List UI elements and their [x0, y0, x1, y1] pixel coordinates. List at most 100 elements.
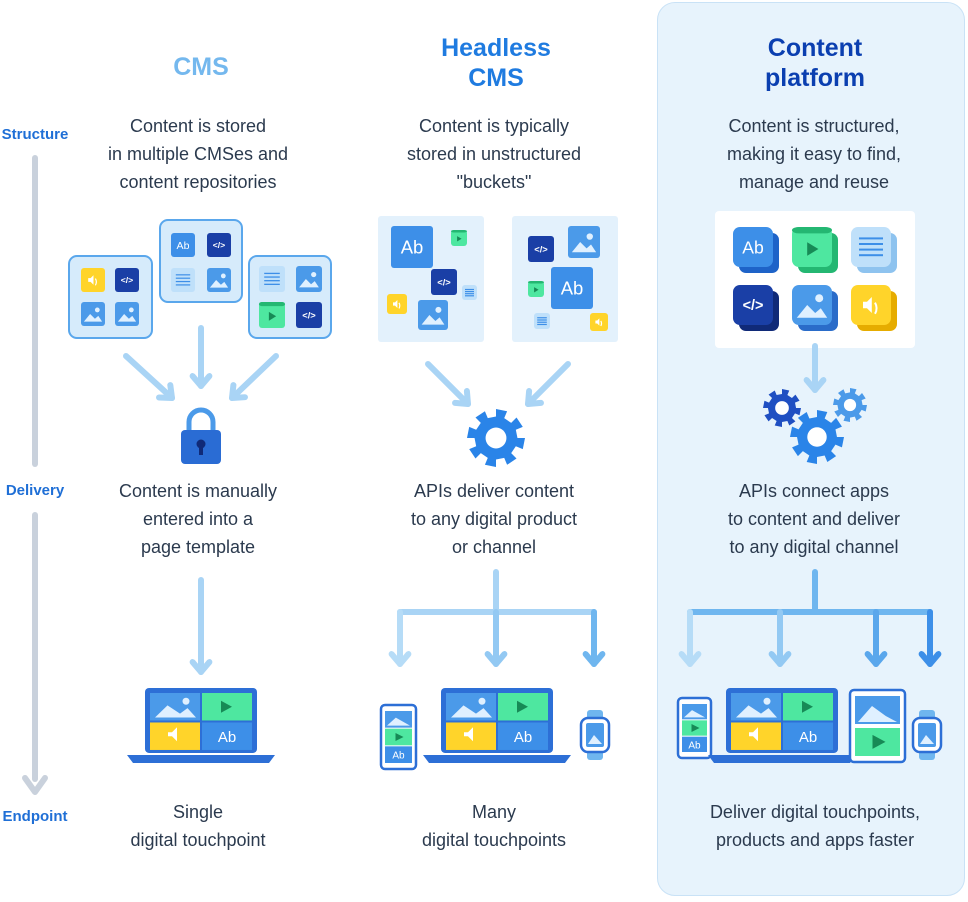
tile-face	[431, 269, 457, 295]
mountain-icon	[451, 705, 492, 718]
code-glyph: </>	[121, 275, 133, 285]
title-line: CMS	[468, 64, 524, 92]
play-icon	[221, 700, 232, 713]
mountain-icon	[796, 305, 828, 318]
sun-icon	[311, 271, 317, 278]
arrow-head	[388, 651, 412, 667]
doc-line	[859, 237, 883, 240]
image-tile	[792, 285, 838, 331]
text-line: to any digital product	[410, 509, 578, 529]
text-line: Many	[471, 802, 516, 822]
title-line: platform	[765, 64, 865, 92]
cms-illustration: </>Ab</></>Ab	[68, 219, 332, 763]
sound-wave-icon	[94, 278, 97, 286]
phone-icon: Ab	[379, 703, 418, 771]
mountain-icon	[421, 315, 445, 325]
lock-shackle	[186, 407, 216, 432]
video-tile	[792, 227, 838, 273]
tile-face	[296, 302, 322, 328]
sound-wave-icon	[398, 302, 401, 309]
arrow-down-right	[425, 361, 471, 407]
text-tile: Ab	[551, 267, 593, 309]
text-line: Deliver digital touchpoints,	[709, 802, 921, 822]
lock-icon	[181, 407, 221, 464]
headless-delivery-text: APIs deliver content to any digital prod…	[354, 477, 634, 561]
tile-face	[115, 268, 139, 292]
text-line: entered into a	[142, 509, 254, 529]
speaker-icon	[88, 275, 94, 285]
arrow-down	[678, 609, 702, 667]
doc-tile	[462, 285, 477, 300]
mountain-icon	[858, 706, 897, 722]
text-glyph: Ab	[799, 729, 817, 746]
tile-face	[207, 268, 231, 292]
text-line: to any digital channel	[729, 537, 899, 557]
video-bar	[451, 230, 467, 233]
doc-line	[537, 323, 547, 326]
column-title-content-platform: Content platform	[695, 33, 935, 93]
tile-face	[391, 226, 433, 268]
audio-tile	[590, 313, 608, 331]
mountain-icon	[684, 710, 705, 718]
doc-line	[859, 248, 883, 251]
phone-text-cell	[385, 746, 412, 763]
distribution-tree	[388, 569, 606, 667]
keyhole-slot	[199, 446, 203, 455]
image-tile	[296, 266, 322, 292]
image-tile	[81, 302, 105, 326]
doc-line	[537, 317, 547, 319]
arrow-down	[189, 325, 213, 389]
phone-text-cell	[682, 736, 707, 752]
tile-face	[171, 268, 195, 292]
code-tile: </>	[115, 268, 139, 292]
image-tile	[207, 268, 231, 292]
arrow-down	[864, 609, 888, 667]
laptop-icon: Ab	[423, 688, 571, 763]
tile-face	[528, 236, 554, 262]
video-bar	[792, 227, 832, 234]
tile-face	[418, 300, 448, 330]
mountain-icon	[571, 242, 597, 253]
axis-label-structure: Structure	[1, 126, 69, 143]
text-line: products and apps faster	[715, 830, 915, 850]
text-tile: Ab	[733, 227, 779, 273]
mountain-icon	[920, 735, 934, 744]
code-tile: </>	[207, 233, 231, 257]
text-glyph: Ab	[514, 729, 532, 746]
sun-icon	[182, 697, 190, 705]
code-glyph: </>	[213, 240, 225, 250]
play-icon	[268, 311, 277, 321]
text-glyph: Ab	[392, 751, 405, 762]
doc-line	[465, 293, 474, 295]
arrow-shaft	[525, 361, 571, 407]
text-line: APIs deliver content	[413, 481, 575, 501]
text-tile: Ab	[391, 226, 433, 268]
screen-text-cell	[783, 722, 833, 750]
tile-face	[851, 227, 891, 267]
arrow-down-left	[525, 361, 571, 407]
code-tile: </>	[733, 285, 779, 331]
laptop-base	[708, 754, 856, 763]
text-line: Content is typically	[418, 116, 570, 136]
code-glyph: </>	[743, 298, 764, 314]
keyhole	[196, 439, 206, 449]
speaker-icon	[595, 318, 600, 326]
laptop-icon: Ab	[127, 688, 275, 763]
doc-line	[859, 243, 883, 245]
text-line: to content and deliver	[727, 509, 901, 529]
arrow-down	[918, 609, 942, 667]
axis-label-endpoint: Endpoint	[2, 808, 68, 825]
smartwatch-icon	[911, 710, 943, 760]
tile-face	[733, 227, 773, 267]
arrow-down	[189, 577, 213, 675]
headless-structure-text: Content is typically stored in unstructu…	[354, 112, 634, 196]
doc-line	[465, 291, 474, 293]
play-icon	[395, 733, 404, 741]
text-line: Content is manually	[118, 481, 278, 501]
text-line: page template	[140, 537, 256, 557]
audio-tile	[387, 294, 407, 314]
arrow-head	[189, 373, 213, 389]
doc-tile	[534, 313, 550, 329]
doc-line	[175, 277, 191, 279]
timeline-line-bottom	[32, 512, 38, 782]
